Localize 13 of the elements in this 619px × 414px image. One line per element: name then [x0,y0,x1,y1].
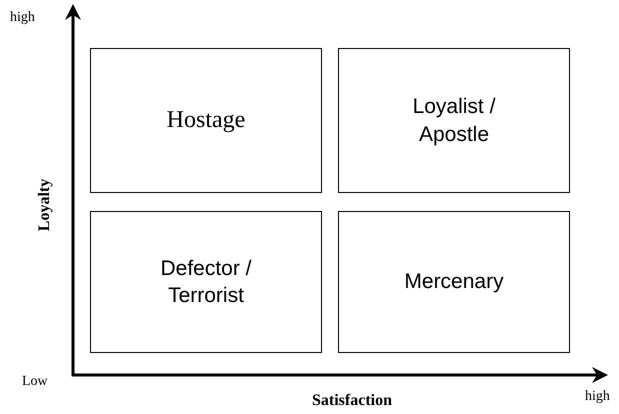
quadrant-box [338,48,570,193]
axis-end-label: high [10,10,35,26]
quadrant-label: Loyalist / Apostle [412,94,496,148]
quadrant-box [90,211,322,353]
axis-end-label: Low [22,374,48,390]
quadrant-box [90,48,322,193]
quadrant-label: Defector / Terrorist [159,256,253,309]
quadrant-label: Hostage [166,106,246,135]
axis-title: Loyalty [36,178,54,232]
axis-end-label: high [585,389,610,405]
quadrant-box [338,211,570,353]
quadrant-label: Mercenary [403,269,505,296]
axis-title: Satisfaction [312,392,392,410]
